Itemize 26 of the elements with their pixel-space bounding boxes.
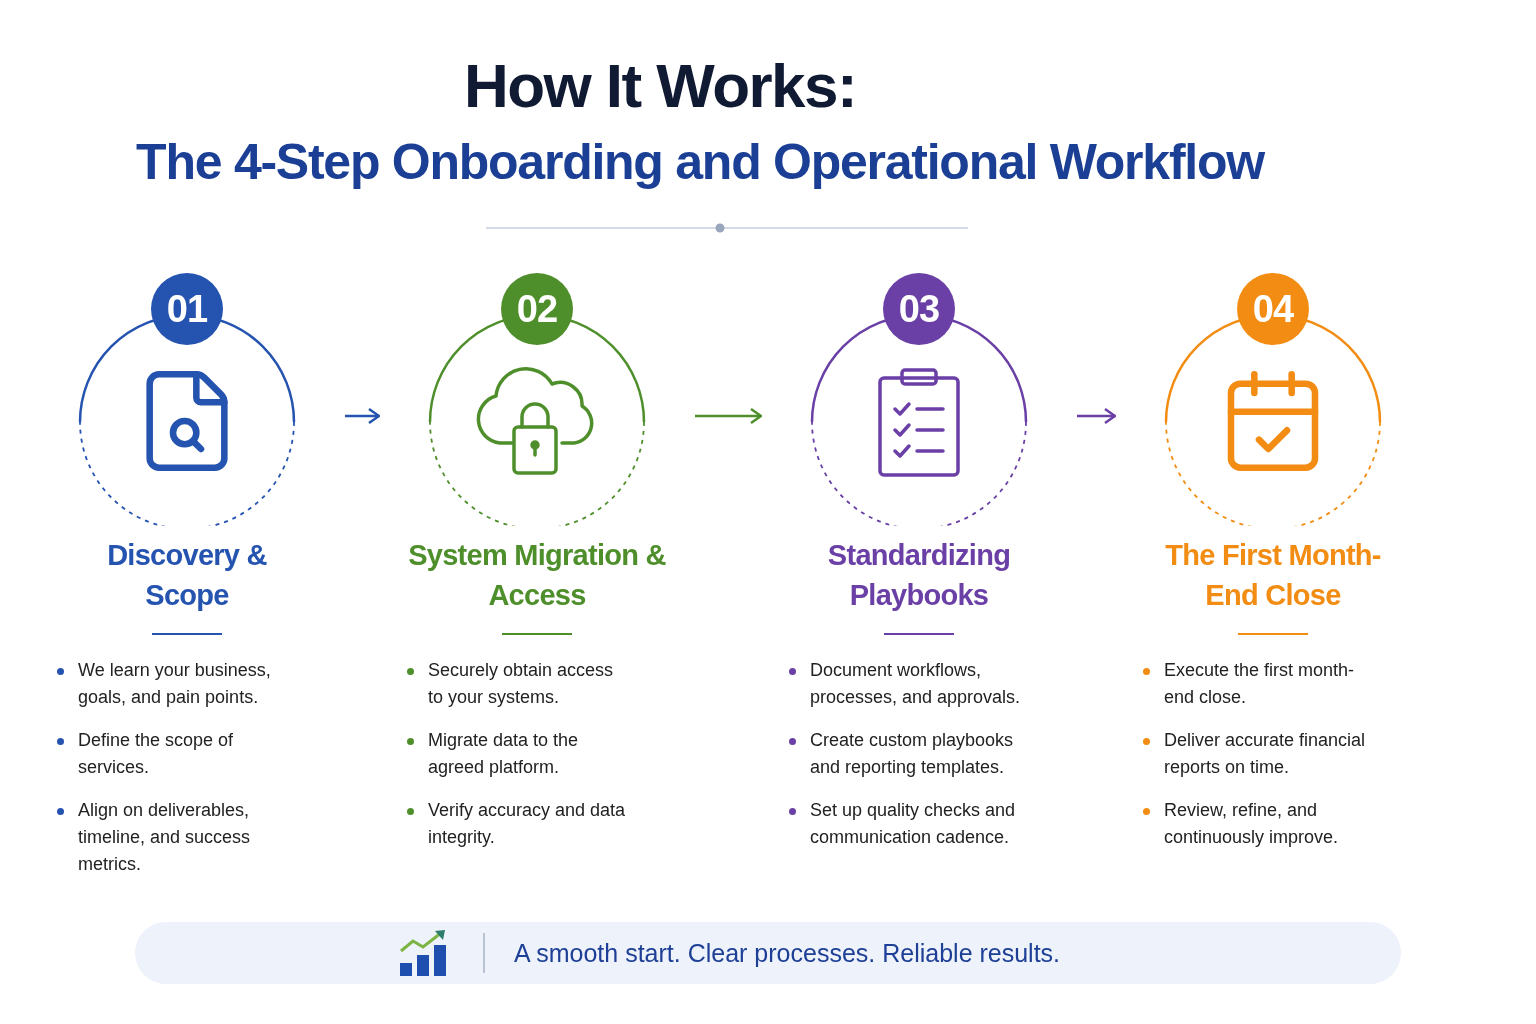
arrow <box>1077 407 1117 425</box>
bullet-text: Migrate data to the agreed platform. <box>428 729 580 779</box>
bullet-text: Execute the first month-end close. <box>1164 659 1356 709</box>
tagline: A smooth start. Clear processes. Reliable results. <box>514 938 1061 969</box>
bullet-text: Set up quality checks and communication cadence. <box>810 799 1017 849</box>
bullet-text: Align on deliverables, timeline, and success metrics. <box>78 799 252 876</box>
arrow <box>695 407 763 425</box>
bullet-text: Deliver accurate financial reports on time. <box>1164 729 1367 779</box>
step-number-badge: 03 <box>883 273 955 345</box>
step-heading: Standardizing Playbooks <box>826 538 1012 613</box>
bullet-text: Verify accuracy and data integrity. <box>428 799 627 849</box>
step-heading: The First Month-End Close <box>1164 538 1382 613</box>
bullet-text: Define the scope of services. <box>78 729 235 779</box>
step-heading: Discovery & Scope <box>106 538 268 613</box>
bullet-text: Review, refine, and continuously improve. <box>1164 799 1340 849</box>
bullet-text: Securely obtain access to your systems. <box>428 659 615 709</box>
subtitle: The 4-Step Onboarding and Operational Workflow <box>135 133 1266 192</box>
step-number-badge: 04 <box>1237 273 1309 345</box>
arrow <box>345 407 381 425</box>
bullet-text: Document workflows, processes, and approvals. <box>810 659 1022 709</box>
step-heading: System Migration & Access <box>407 538 667 613</box>
bullet-text: Create custom playbooks and reporting templates. <box>810 729 1015 779</box>
step-number-badge: 01 <box>151 273 223 345</box>
title: How It Works: <box>462 50 858 122</box>
step-number-badge: 02 <box>501 273 573 345</box>
bullet-text: We learn your business, goals, and pain points. <box>78 659 272 709</box>
